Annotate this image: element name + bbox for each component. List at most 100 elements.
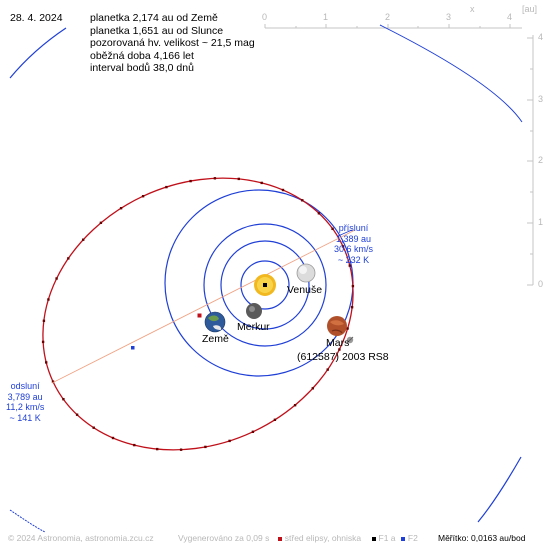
y-axis [527, 35, 534, 286]
asteroid-orbit-point [141, 195, 145, 198]
focus-f2-marker [131, 346, 135, 350]
asteroid-orbit-point [350, 306, 354, 309]
asteroid-orbit-point [47, 298, 50, 301]
venus [296, 263, 316, 283]
x-tick-4: 4 [507, 12, 513, 22]
asteroid-orbit-point [42, 319, 46, 322]
asteroid-orbit-point [338, 348, 341, 351]
aphelion-note: odsluní 3,789 au 11,2 km/s ~ 141 K [6, 381, 44, 423]
f2-marker-icon [400, 536, 405, 541]
point-interval: interval bodů 38,0 dnů [90, 62, 194, 74]
asteroid-orbit-point [351, 284, 355, 288]
asteroid-orbit-point [204, 445, 207, 449]
scale-label: Měřítko: 0,0163 au/bod [438, 533, 526, 543]
mercury-label: Merkur [237, 321, 270, 333]
outer-orbit-bottom-right [477, 456, 522, 523]
asteroid-orbit-point [189, 179, 192, 183]
asteroid-orbit-point [179, 448, 183, 451]
asteroid-orbit-point [346, 327, 349, 330]
x-axis-letter: x [470, 4, 475, 14]
copyright-link[interactable]: © 2024 Astronomia, astronomia.zcu.cz [8, 533, 154, 543]
asteroid-orbit-point [119, 207, 123, 210]
y-tick-1: 1 [538, 217, 544, 227]
asteroid-label: (612587) 2003 RS8 [297, 351, 389, 363]
f1-marker-icon [371, 536, 376, 541]
center-marker-icon [277, 536, 282, 541]
footer: © 2024 Astronomia, astronomia.zcu.cz Vyg… [8, 533, 418, 543]
orbital-period: oběžná doba 4,166 let [90, 49, 194, 62]
earth-orbit [203, 223, 327, 347]
mars [327, 316, 347, 336]
aphelion-title: odsluní [10, 381, 40, 391]
asteroid-orbit-point [55, 277, 58, 280]
asteroid-orbit-point [311, 387, 314, 390]
asteroid-orbit-point [228, 439, 231, 443]
mercury [246, 303, 262, 319]
x-tick-0: 0 [262, 12, 268, 22]
date-label: 28. 4. 2024 [10, 12, 63, 24]
venus-orbit [220, 240, 310, 330]
asteroid-orbit-point [341, 245, 345, 248]
perihelion-distance: 1,389 au [335, 233, 372, 244]
asteroid-orbit-point [75, 413, 79, 416]
perihelion-leader [337, 229, 353, 237]
perihelion-note: přísluní 1,389 au 30,6 km/s ~ 232 K [334, 223, 373, 265]
y-tick-4: 4 [538, 32, 544, 42]
asteroid-orbit-point [348, 264, 351, 267]
asteroid-orbit-points [41, 177, 355, 451]
perihelion-speed: 30,6 km/s [334, 244, 374, 254]
asteroid-orbit-point [92, 426, 95, 429]
outer-orbit-bottom-left [9, 509, 46, 533]
f1-legend: F1 a [378, 533, 396, 543]
mars-label: Mars [326, 337, 350, 349]
center-legend: střed elipsy, ohniska [284, 533, 362, 543]
asteroid-orbit-point [317, 212, 321, 215]
asteroid-orbit-point [213, 177, 217, 180]
asteroid-orbit-point [41, 340, 45, 344]
asteroid-orbit-point [273, 418, 277, 421]
asteroid-orbit-point [111, 436, 115, 440]
y-tick-3: 3 [538, 94, 544, 104]
asteroid-orbit-point [301, 199, 304, 202]
x-tick-2: 2 [385, 12, 391, 22]
outer-orbit-top-left [9, 27, 67, 79]
asteroid-orbit-point [133, 443, 136, 447]
earth [204, 311, 226, 333]
earth-distance: planetka 2,174 au od Země [90, 12, 218, 24]
x-axis [264, 24, 522, 29]
x-tick-3: 3 [446, 12, 452, 22]
asteroid-orbit-point [51, 380, 55, 383]
perihelion-title: přísluní [338, 223, 369, 233]
sun-distance: planetka 1,651 au od Slunce [90, 24, 224, 37]
apsidal-line [51, 229, 356, 384]
aphelion-distance: 3,789 au [7, 391, 43, 402]
asteroid-orbit-point [260, 181, 263, 185]
outer-orbit-right [379, 24, 523, 123]
asteroid-orbit-point [281, 188, 285, 192]
asteroid-orbit-point [99, 221, 103, 224]
magnitude: pozorovaná hv. velikost ~ 21,5 mag [90, 37, 255, 49]
ellipse-center-marker [197, 313, 202, 318]
earth-label: Země [202, 333, 229, 345]
mercury-orbit [240, 260, 290, 310]
asteroid-orbit-point [62, 398, 65, 401]
asteroid-marker [346, 336, 354, 344]
asteroid-orbit-point [45, 361, 48, 364]
asteroid-orbit-point [67, 257, 70, 260]
x-tick-1: 1 [323, 12, 329, 22]
asteroid-orbit-point [237, 177, 240, 181]
asteroid-orbit-point [156, 447, 159, 451]
asteroid-orbit-point [331, 227, 334, 230]
venus-label: Venuše [287, 284, 323, 296]
generated-time: Vygenerováno za 0,09 s [178, 533, 270, 543]
y-tick-0: 0 [538, 279, 544, 289]
y-tick-2: 2 [538, 155, 544, 165]
info-panel: planetka 2,174 au od Země planetka 1,651… [90, 12, 255, 75]
asteroid-orbit-point [293, 404, 297, 407]
unit-label: [au] [522, 4, 538, 14]
asteroid-orbit-point [165, 185, 168, 189]
asteroid-orbit-point [251, 430, 255, 433]
f2-legend: F2 [407, 533, 418, 543]
aphelion-speed: 11,2 km/s [6, 402, 45, 412]
asteroid-orbit-point [82, 238, 85, 241]
